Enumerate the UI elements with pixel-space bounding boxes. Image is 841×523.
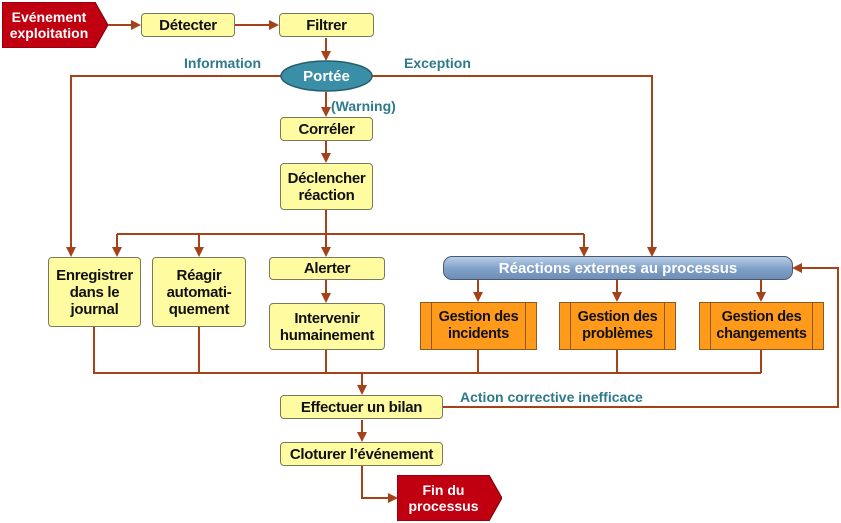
process-changements-label: Gestion des changements [716,309,807,342]
edge-label-warning: (Warning) [331,98,396,114]
step-enregistrer-journal[interactable]: Enregistrer dans le journal [48,257,141,327]
step-enregistrer-label: Enregistrer dans le journal [56,266,133,318]
step-correler[interactable]: Corréler [280,117,373,141]
process-incidents-label: Gestion des incidents [438,309,519,342]
step-filtrer[interactable]: Filtrer [279,13,374,37]
start-node-evenement-exploitation[interactable]: Evénement exploitation [2,2,108,48]
edge-cloturer-fin [361,466,398,503]
step-intervenir-humainement[interactable]: Intervenir humainement [269,303,385,350]
end-label: Fin du processus [408,482,479,514]
edge-label-information: Information [184,55,261,71]
step-cloturer-evenement[interactable]: Cloturer l’événement [280,442,443,466]
edge-label-action-corrective: Action corrective inefficace [460,389,643,405]
process-problemes-label: Gestion des problèmes [577,309,658,342]
decision-label: Portée [303,67,350,85]
step-detecter[interactable]: Détecter [141,13,235,37]
edge-action-corrective [443,263,839,408]
external-reactions-label: Réactions externes au processus [498,259,738,277]
edge-merge-bus [93,327,762,374]
edge-exception [372,75,657,257]
step-intervenir-label: Intervenir humainement [279,309,375,344]
process-gestion-changements[interactable]: Gestion des changements [699,302,824,350]
step-detecter-label: Détecter [159,16,217,34]
step-declencher-label: Déclencher réaction [287,169,366,204]
edge-information [66,75,281,257]
step-reagir-automatiquement[interactable]: Réagir automati- quement [152,257,246,327]
decision-shape [280,60,373,92]
step-effectuer-bilan[interactable]: Effectuer un bilan [280,395,443,419]
step-cloturer-label: Cloturer l’événement [289,445,434,463]
start-shape [2,2,108,48]
step-alerter[interactable]: Alerter [269,257,385,280]
start-label: Evénement exploitation [9,9,89,41]
step-filtrer-label: Filtrer [306,16,347,34]
step-bilan-label: Effectuer un bilan [300,398,423,416]
end-shape [397,475,502,521]
step-correler-label: Corréler [298,120,355,138]
external-reactions-header[interactable]: Réactions externes au processus [443,256,793,280]
step-reagir-label: Réagir automati- quement [166,266,232,318]
process-gestion-incidents[interactable]: Gestion des incidents [420,302,537,350]
process-gestion-problemes[interactable]: Gestion des problèmes [559,302,676,350]
step-declencher-reaction[interactable]: Déclencher réaction [280,163,373,210]
decision-portee[interactable]: Portée [280,60,373,92]
edge-label-exception: Exception [404,55,471,71]
step-alerter-label: Alerter [303,260,351,277]
end-node-fin-processus[interactable]: Fin du processus [397,475,502,521]
